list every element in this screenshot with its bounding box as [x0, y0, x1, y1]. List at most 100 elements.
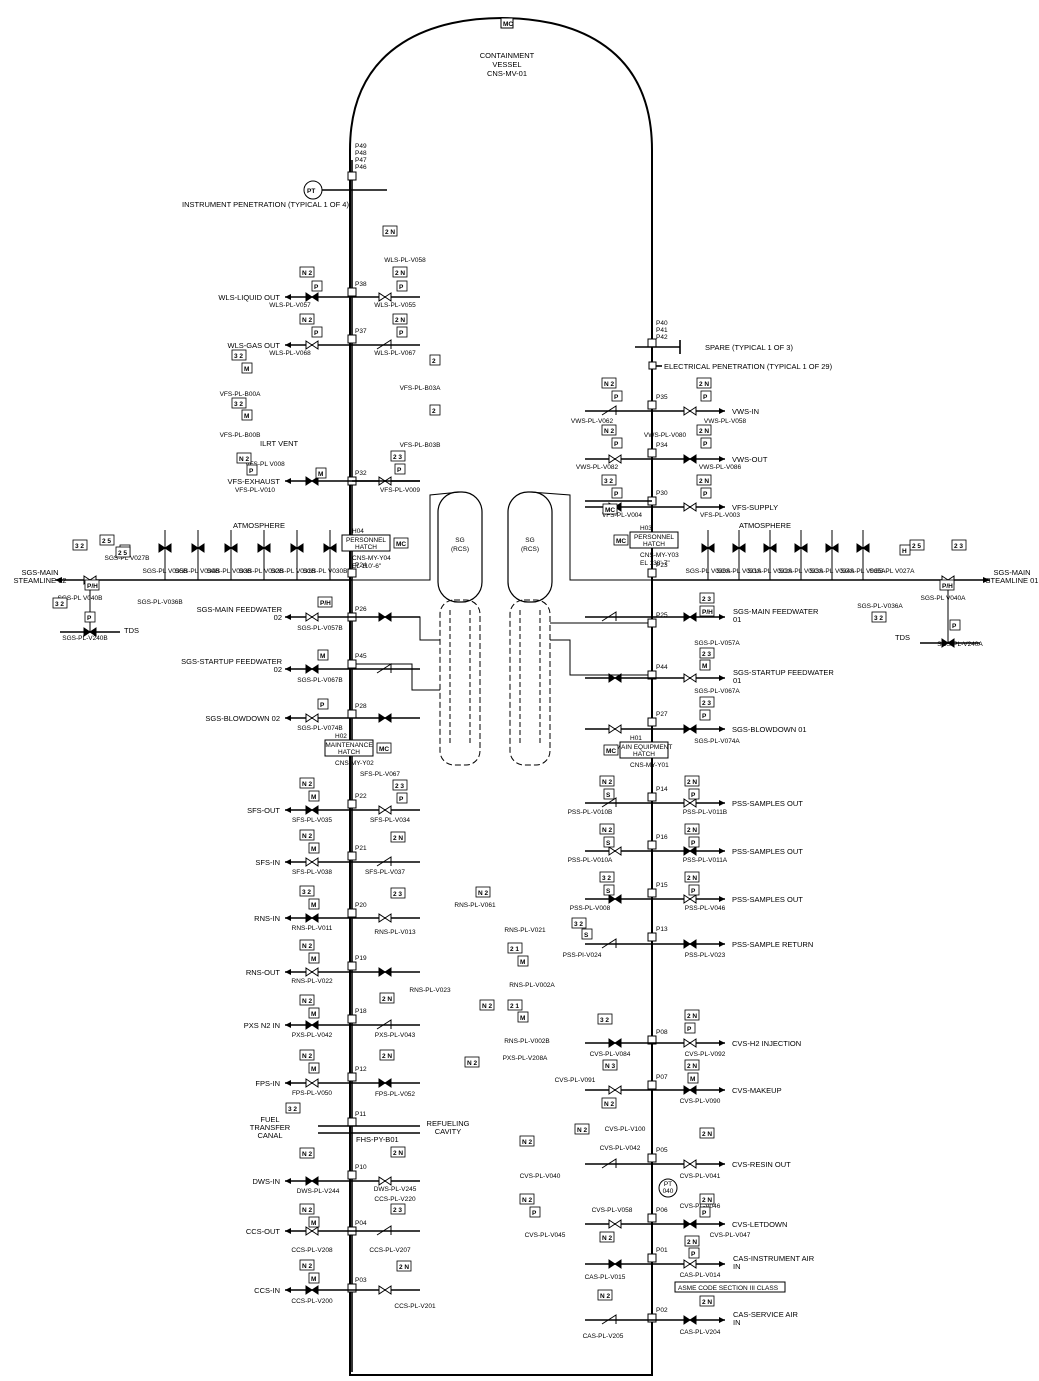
valve-tag-box: [308, 1272, 320, 1284]
valve-tag-box: [871, 611, 887, 623]
valve-tag-box: [392, 313, 408, 325]
valve-tag-box: [597, 1289, 613, 1301]
hatch-id: H01: [630, 735, 642, 742]
valve-icon: [224, 543, 238, 553]
hatch-id: H03: [640, 525, 652, 532]
notes: PT INSTRUMENT PENETRATION (TYPICAL 1 OF …: [124, 180, 910, 1293]
valve-icon: [683, 1219, 697, 1229]
valve-icon: [378, 1285, 392, 1295]
flow-arrow-icon: [285, 1287, 291, 1293]
valve-tag-box: [84, 579, 100, 591]
valve-icon: [683, 1259, 697, 1269]
valve-label: WLS-PL-V058: [384, 257, 426, 264]
valve-tag-text: 2 N: [702, 1131, 712, 1138]
valve-tag-text: M: [520, 1015, 525, 1022]
valve-label: CVS-PL-V047: [710, 1232, 751, 1239]
right-steamline-label: SGS-MAIN: [993, 568, 1030, 577]
valve-label: SGS-PL-V036A: [857, 603, 903, 610]
hatch-label: MAINTENANCE: [325, 742, 373, 749]
check-valve-icon: [601, 1158, 617, 1169]
valve-label: PSS-PL-V008: [570, 905, 611, 912]
valve-label: SGS-PL-V057B: [297, 625, 343, 632]
valve-icon: [378, 967, 392, 977]
left-line-label: CCS-OUT: [246, 1227, 281, 1236]
valve-tag-box: [700, 390, 712, 402]
valve-tag-text: 2 N: [687, 875, 697, 882]
tds-right: TDS: [895, 633, 910, 642]
flow-arrow-icon: [285, 1022, 291, 1028]
valve-tag-box: [599, 871, 615, 883]
hatch-id: H02: [335, 733, 347, 740]
valve-tag-text: 2 N: [687, 827, 697, 834]
valve-tag-box: [317, 698, 329, 710]
valve-tag-text: 2 N: [395, 317, 405, 324]
penetration-label: P02: [656, 1307, 668, 1314]
valve-tag-text: P/H: [320, 600, 331, 607]
valve-tag-box: [699, 1206, 711, 1218]
valve-tag-text: 2 N: [702, 1299, 712, 1306]
valve-icon: [683, 502, 697, 512]
fuel-transfer-canal-line: FUEL: [260, 1115, 279, 1124]
valve-tag-box: [899, 544, 911, 556]
right-line-label: PSS-SAMPLES OUT: [732, 847, 803, 856]
penetration-label: P14: [656, 786, 668, 793]
penetration-box: [647, 717, 657, 727]
penetration-box: [647, 400, 657, 410]
valve-label: CAS-PL-V014: [680, 1272, 721, 1279]
valve-tag-text: N 2: [239, 456, 250, 463]
valve-label: RNS-PL-V022: [291, 978, 333, 985]
valve-label: SGS-PL-V067A: [694, 688, 740, 695]
valve-tag-box: [390, 887, 406, 899]
valve-icon: [683, 1085, 697, 1095]
flow-arrow-icon: [285, 1080, 291, 1086]
valve-tag-box: [299, 266, 315, 278]
penetration-box: [647, 568, 657, 578]
valve-icon: [856, 543, 870, 553]
valve-tag-box: [308, 1007, 320, 1019]
valve-label: RNS-PL-V013: [374, 929, 416, 936]
valve-tag-box: [597, 1013, 613, 1025]
valve-label: WLS-PL-V068: [269, 350, 311, 357]
valve-tag-text: 3 2: [234, 353, 243, 360]
valve-icon: [257, 543, 271, 553]
valve-icon: [305, 1226, 319, 1236]
valve-tag-text: 2 N: [382, 1053, 392, 1060]
valve-label: CCS-PL-V201: [394, 1303, 436, 1310]
valve-icon: [305, 713, 319, 723]
valve-tag-text: S: [606, 792, 611, 799]
flow-arrow-icon: [285, 1178, 291, 1184]
penetration-label: P34: [656, 442, 668, 449]
valve-tag-box: [601, 1097, 617, 1109]
penetration-box: [647, 448, 657, 458]
penetration-label: P49: [355, 143, 367, 150]
valve-tag-box: [479, 999, 495, 1011]
vessel-mc-box: [500, 17, 514, 29]
valve-tag-text: S: [606, 888, 611, 895]
penetration-label: P32: [355, 470, 367, 477]
valve-tag-box: [611, 390, 623, 402]
valve-tag-text: MC: [606, 748, 616, 755]
valve-label: PSS-PL-V011A: [683, 857, 728, 864]
steam-generator-label: SG: [525, 537, 534, 544]
valve-tag-box: [396, 326, 408, 338]
right-line-label: PSS-SAMPLE RETURN: [732, 940, 813, 949]
penetration-box: [647, 1313, 657, 1323]
right-line-label: IN: [733, 1262, 741, 1271]
valve-tag-text: P/H: [87, 583, 98, 590]
valve-tag-text: H: [902, 548, 907, 555]
valve-tag-text: S: [584, 932, 589, 939]
valve-icon: [608, 1219, 622, 1229]
hatch-label: HATCH: [643, 541, 665, 548]
valve-tag-box: [308, 1216, 320, 1228]
flow-arrow-icon: [719, 614, 725, 620]
valve-icon: [378, 1078, 392, 1088]
steam-generator-lower: [509, 599, 551, 766]
valve-tag-box: [99, 534, 115, 546]
valve-tag-text: 2 1: [510, 1003, 519, 1010]
instrument-penetration-note: INSTRUMENT PENETRATION (TYPICAL 1 OF 4): [182, 200, 349, 209]
valve-icon: [608, 1085, 622, 1095]
valve-tag-text: N 2: [302, 781, 313, 788]
valve-label: SGS-PL V033B: [207, 568, 252, 575]
valve-icon: [305, 913, 319, 923]
